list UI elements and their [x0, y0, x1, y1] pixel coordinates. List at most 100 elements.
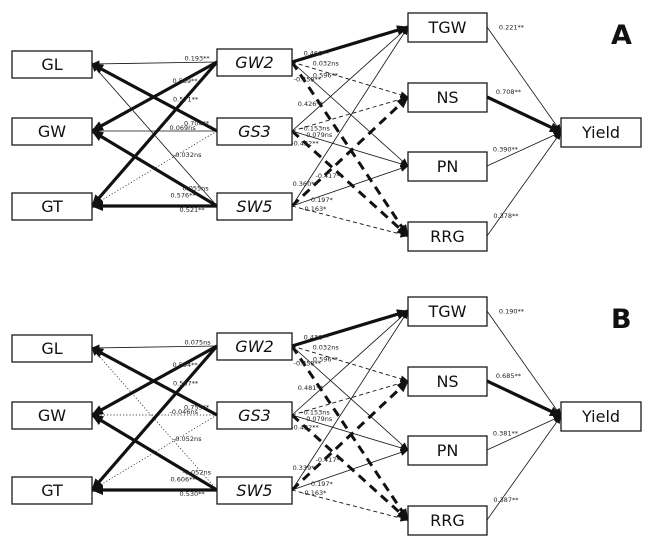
node-label: GW — [38, 406, 66, 425]
node-sw5: SW5 — [216, 476, 293, 505]
node-label: GW — [38, 122, 66, 141]
path-coefficient-ns-yield: 0.708** — [496, 88, 522, 96]
node-label: GL — [41, 55, 62, 74]
node-tgw: TGW — [407, 12, 488, 43]
path-coefficient-sw5-gw: 0.606** — [171, 476, 197, 484]
node-gs3: GS3 — [216, 401, 293, 430]
node-gt: GT — [11, 476, 93, 505]
path-arrow-gs3-tgw — [291, 310, 409, 416]
node-label: SW5 — [236, 481, 272, 500]
node-label: GT — [41, 481, 63, 500]
path-arrow-sw5-tgw — [291, 310, 409, 491]
path-coefficient-tgw-yield: 0.190** — [499, 307, 525, 315]
node-label: SW5 — [236, 197, 272, 216]
node-rrg: RRG — [407, 505, 488, 536]
path-arrow-ns-yield — [486, 379, 562, 418]
path-coefficients: 0.193**0.589**0.571**0.704**0.069ns-0.03… — [170, 23, 525, 219]
path-coefficient-sw5-pn: 0.197* — [311, 196, 334, 204]
node-pn: PN — [407, 151, 488, 182]
path-coefficient-gs3-gl: 0.704** — [184, 120, 210, 128]
path-arrow-gs3-rrg — [290, 413, 410, 522]
path-arrow-gw2-gt — [90, 60, 219, 208]
node-yield: Yield — [560, 401, 642, 432]
path-arrow-gw2-gl — [91, 60, 218, 68]
path-arrow-tgw-yield — [486, 310, 562, 417]
path-coefficient-gs3-gw: 0.069ns — [170, 124, 197, 132]
node-pn: PN — [407, 435, 488, 466]
node-gl: GL — [11, 50, 93, 79]
node-label: PN — [437, 441, 459, 460]
path-lines — [90, 25, 562, 238]
path-arrow-gs3-ns — [291, 379, 409, 416]
path-coefficient-gw2-gt: 0.571** — [173, 96, 199, 104]
path-coefficient-gw2-tgw: 0.466** — [304, 50, 330, 58]
node-gt: GT — [11, 192, 93, 221]
path-coefficient-sw5-gw: 0.576** — [171, 192, 197, 200]
node-label: GW2 — [235, 53, 273, 72]
path-coefficient-sw5-rrg: -0.163* — [302, 489, 327, 497]
path-coefficient-sw5-ns: -0.417** — [316, 172, 344, 180]
path-arrow-gs3-gl — [91, 346, 218, 417]
path-coefficient-gs3-tgw: 0.426** — [298, 100, 324, 108]
node-gl: GL — [11, 334, 93, 363]
path-coefficient-gs3-pn: 0.079ns — [306, 415, 333, 423]
panel-b: B 0.075ns0.594**0.567**0.759**-0.046ns-0… — [11, 296, 642, 536]
path-coefficient-pn-yield: 0.381** — [493, 429, 519, 437]
node-ns: NS — [407, 82, 488, 113]
path-coefficient-gw2-gw: 0.594** — [173, 361, 199, 369]
path-coefficient-gs3-pn: 0.079ns — [306, 131, 333, 139]
node-ns: NS — [407, 366, 488, 397]
path-arrow-sw5-pn — [291, 449, 409, 491]
path-arrow-sw5-rrg — [291, 489, 409, 522]
path-coefficient-gw2-pn: 0.596** — [313, 72, 339, 80]
path-arrow-sw5-pn — [291, 165, 409, 207]
node-gw: GW — [11, 401, 93, 430]
path-coefficient-gs3-rrg: -0.422** — [291, 139, 319, 147]
path-coefficient-rrg-yield: 0.387** — [493, 496, 519, 504]
node-label: NS — [436, 372, 458, 391]
node-rrg: RRG — [407, 221, 488, 252]
path-coefficient-gw2-ns: 0.032ns — [313, 60, 340, 68]
path-arrow-pn-yield — [486, 131, 562, 167]
panel-label: B — [611, 304, 632, 335]
path-lines — [90, 309, 562, 522]
path-arrow-gs3-rrg — [290, 129, 410, 238]
path-arrow-sw5-gw — [91, 413, 218, 492]
node-gw2: GW2 — [216, 48, 293, 77]
node-gw: GW — [11, 117, 93, 146]
path-arrow-rrg-yield — [486, 131, 562, 237]
node-label: GT — [41, 197, 63, 216]
path-arrow-gw2-gl — [91, 344, 218, 352]
path-arrow-gs3-pn — [291, 414, 409, 452]
path-coefficient-gs3-ns: -0.153ns — [301, 408, 330, 416]
path-arrow-sw5-gl — [91, 63, 218, 207]
path-arrow-sw5-gw — [91, 129, 218, 208]
path-coefficient-gw2-gl: 0.075ns — [185, 338, 212, 346]
path-coefficient-tgw-yield: 0.221** — [499, 23, 525, 31]
node-label: GL — [41, 339, 62, 358]
path-coefficient-sw5-tgw: 0.360** — [293, 180, 319, 188]
path-coefficient-sw5-gl: 0.055ns — [183, 184, 210, 192]
path-coefficient-sw5-rrg: -0.163* — [302, 205, 327, 213]
path-coefficient-gs3-ns: -0.153ns — [301, 124, 330, 132]
node-label: GS3 — [238, 122, 271, 141]
path-arrow-gs3-pn — [291, 130, 409, 168]
node-tgw: TGW — [407, 296, 488, 327]
path-arrow-gw2-pn — [291, 345, 409, 451]
path-coefficient-gs3-gt: -0.052ns — [173, 435, 202, 443]
path-coefficient-gs3-gt: -0.032ns — [173, 151, 202, 159]
node-label: Yield — [581, 407, 620, 426]
node-label: GS3 — [238, 406, 271, 425]
path-arrow-gs3-gl — [91, 62, 218, 133]
path-coefficient-gw2-ns: 0.032ns — [313, 344, 340, 352]
path-coefficient-gw2-gl: 0.193** — [185, 54, 211, 62]
node-label: RRG — [430, 227, 465, 246]
path-arrow-gw2-gt — [90, 344, 219, 492]
path-arrow-gs3-ns — [291, 95, 409, 132]
path-coefficient-ns-yield: 0.685** — [496, 372, 522, 380]
node-label: PN — [437, 157, 459, 176]
path-coefficient-sw5-gt: 0.530** — [180, 490, 206, 498]
path-coefficient-gw2-tgw: 0.432** — [304, 334, 330, 342]
panel-label: A — [611, 20, 632, 51]
path-coefficient-pn-yield: 0.390** — [493, 145, 519, 153]
